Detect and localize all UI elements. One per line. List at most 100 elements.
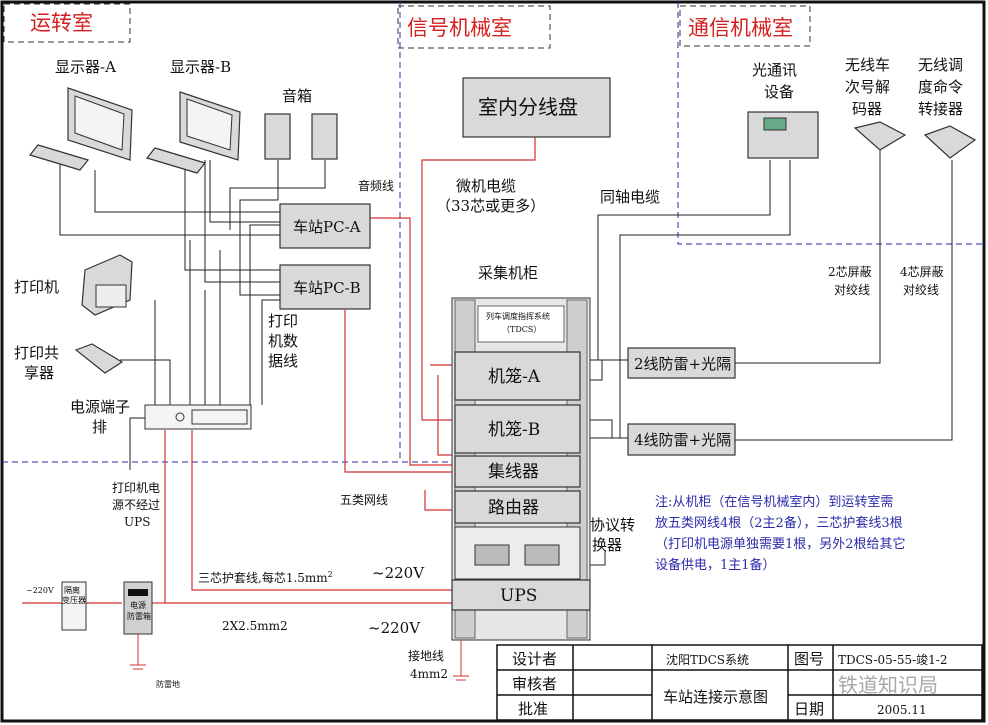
svg-text:光通讯: 光通讯 — [752, 61, 797, 79]
svg-text:（33芯或更多）: （33芯或更多） — [436, 197, 545, 215]
reviewer-label: 审核者 — [512, 675, 557, 693]
drawing-title: 车站连接示意图 — [663, 688, 768, 706]
svg-text:享器: 享器 — [24, 364, 54, 382]
lightning-protector-2: 2线防雷+光隔 — [627, 347, 736, 379]
distribution-frame: 室内分线盘 — [462, 77, 611, 138]
zone-lines — [2, 2, 984, 463]
hub: 集线器 — [454, 455, 581, 488]
svg-text:微机电缆: 微机电缆 — [456, 177, 516, 195]
svg-text:音箱: 音箱 — [282, 87, 312, 105]
svg-text:路由器: 路由器 — [488, 498, 539, 518]
svg-text:4线防雷+光隔: 4线防雷+光隔 — [634, 431, 731, 449]
three-core-cable-label: 三芯护套线,每芯1.5mm2 — [198, 570, 333, 585]
installation-note: 注:从机柜（在信号机械室内）到运转室需 放五类网线4根（2主2备），三芯护套线3… — [655, 494, 906, 573]
svg-text:电源: 电源 — [130, 600, 146, 610]
printer-power-note: 打印机电 源不经过 UPS — [112, 481, 160, 529]
svg-text:对绞线: 对绞线 — [834, 282, 870, 297]
power-terminal-strip: 电源端子 排 — [70, 398, 252, 436]
svg-text:通信机械室: 通信机械室 — [688, 16, 793, 40]
svg-text:对绞线: 对绞线 — [903, 282, 939, 297]
svg-text:4芯屏蔽: 4芯屏蔽 — [900, 265, 944, 279]
print-sharer: 打印共 享器 — [14, 343, 124, 382]
svg-text:次号解: 次号解 — [845, 78, 890, 96]
svg-text:注:从机柜（在信号机械室内）到运转室需: 注:从机柜（在信号机械室内）到运转室需 — [655, 494, 893, 510]
wire-spec-label: 2X2.5mm2 — [222, 619, 288, 633]
svg-text:变压器: 变压器 — [62, 595, 86, 605]
svg-text:打印机: 打印机 — [14, 278, 59, 296]
svg-text:列车调度指挥系统: 列车调度指挥系统 — [486, 311, 550, 321]
printer-data-cable-label: 打印 机数 据线 — [268, 312, 298, 370]
svg-text:设备供电，1主1备）: 设备供电，1主1备） — [655, 557, 776, 573]
svg-text:（打印机电源单独需要1根，另外2根给其它: （打印机电源单独需要1根，另外2根给其它 — [655, 536, 906, 552]
svg-text:防雷箱: 防雷箱 — [127, 611, 151, 621]
svg-text:隔离: 隔离 — [64, 585, 80, 595]
input-voltage-label: ~220V — [26, 586, 54, 595]
router: 路由器 — [454, 490, 581, 524]
coax-cable-label: 同轴电缆 — [600, 188, 660, 206]
svg-text:协议转: 协议转 — [590, 516, 635, 534]
svg-text:机笼-A: 机笼-A — [488, 367, 541, 387]
protocol-converter-label: 协议转 换器 — [590, 516, 635, 554]
watermark: 铁道知识局 — [838, 673, 938, 697]
svg-text:UPS: UPS — [124, 515, 150, 529]
svg-text:UPS: UPS — [500, 586, 537, 606]
drawing-no-label: 图号 — [794, 650, 824, 668]
computer-cable-label: 微机电缆 （33芯或更多） — [436, 177, 545, 215]
ground-wire: 接地线 4mm2 — [408, 640, 469, 681]
voltage-label-1: ~220V — [372, 564, 425, 582]
red-wires — [22, 137, 536, 604]
svg-text:源不经过: 源不经过 — [112, 498, 160, 512]
station-pc-b: 车站PC-B — [279, 264, 371, 310]
svg-text:打印机电: 打印机电 — [112, 481, 160, 495]
svg-text:信号机械室: 信号机械室 — [407, 16, 512, 40]
ups: UPS — [451, 579, 591, 611]
svg-text:显示器-B: 显示器-B — [170, 58, 231, 76]
cage-a: 机笼-A — [454, 351, 581, 401]
svg-text:无线调: 无线调 — [918, 56, 963, 74]
cable-2-core-label: 2芯屏蔽 对绞线 — [828, 265, 872, 297]
speakers: 音箱 — [264, 87, 338, 160]
svg-text:据线: 据线 — [268, 352, 298, 370]
title-block — [496, 644, 983, 721]
date-label: 日期 — [794, 700, 824, 718]
svg-text:集线器: 集线器 — [488, 462, 539, 482]
voltage-label-2: ~220V — [368, 619, 421, 637]
surge-ground-label: 防雷地 — [156, 679, 180, 689]
svg-text:排: 排 — [92, 418, 107, 436]
cat5-cable-label: 五类网线 — [340, 493, 388, 507]
svg-text:度命令: 度命令 — [918, 78, 963, 96]
power-surge-box: 电源 防雷箱 — [123, 581, 153, 670]
svg-text:转接器: 转接器 — [918, 100, 963, 118]
system-name: 沈阳TDCS系统 — [666, 652, 749, 667]
wireless-dispatch-adapter: 无线调 度命令 转接器 — [918, 56, 977, 159]
svg-text:（TDCS）: （TDCS） — [502, 325, 541, 334]
cabinet-title: 采集机柜 — [478, 264, 538, 282]
wireless-train-number-decoder: 无线车 次号解 码器 — [845, 56, 907, 151]
drawing-no: TDCS-05-55-竣1-2 — [838, 652, 948, 667]
svg-text:运转室: 运转室 — [30, 11, 93, 35]
designer-label: 设计者 — [512, 650, 557, 668]
room-label-comm: 通信机械室 — [679, 5, 811, 47]
lightning-protector-4: 4线防雷+光隔 — [627, 423, 736, 456]
svg-text:打印共: 打印共 — [14, 344, 59, 362]
svg-text:显示器-A: 显示器-A — [55, 58, 116, 76]
svg-text:电源端子: 电源端子 — [70, 398, 130, 416]
optical-comm-device: 光通讯 设备 — [747, 61, 819, 159]
svg-text:打印: 打印 — [268, 312, 298, 330]
svg-text:车站PC-A: 车站PC-A — [293, 218, 361, 236]
printer: 打印机 — [14, 254, 133, 316]
protocol-converters — [454, 526, 581, 580]
date: 2005.11 — [877, 703, 927, 717]
svg-text:无线车: 无线车 — [845, 56, 890, 74]
audio-cable-label: 音频线 — [358, 178, 394, 193]
room-label-signal: 信号机械室 — [397, 5, 551, 49]
svg-text:码器: 码器 — [852, 100, 882, 118]
cable-4-core-label: 4芯屏蔽 对绞线 — [900, 265, 944, 297]
monitor-b: 显示器-B — [145, 58, 241, 174]
svg-text:机数: 机数 — [268, 332, 298, 350]
svg-text:放五类网线4根（2主2备），三芯护套线3根: 放五类网线4根（2主2备），三芯护套线3根 — [655, 515, 903, 531]
svg-text:车站PC-B: 车站PC-B — [293, 279, 361, 297]
svg-text:4mm2: 4mm2 — [410, 667, 448, 681]
cage-b: 机笼-B — [454, 404, 581, 454]
